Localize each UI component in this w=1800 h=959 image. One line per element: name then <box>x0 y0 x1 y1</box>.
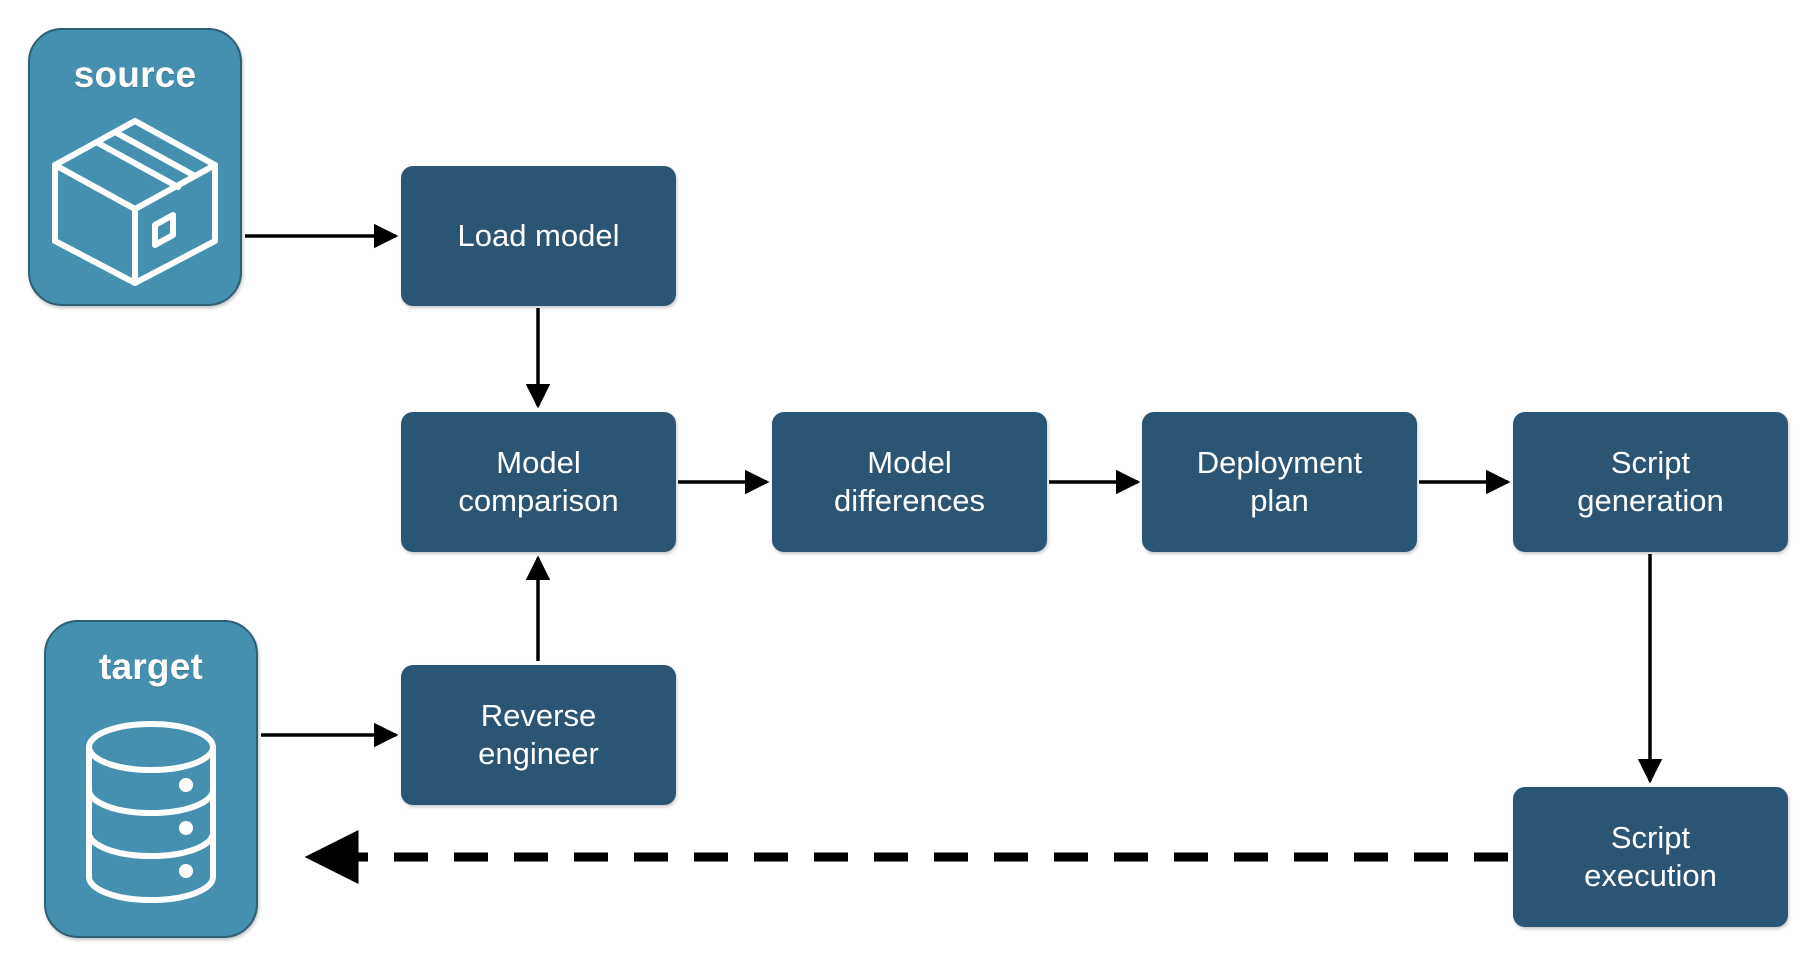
node-source-label: source <box>73 54 197 95</box>
package-box-icon <box>30 96 240 304</box>
node-script-generation-label: Script generation <box>1577 444 1724 518</box>
node-load-model[interactable]: Load model <box>401 166 676 306</box>
node-source[interactable]: source <box>28 28 242 306</box>
node-model-comparison-label: Model comparison <box>458 444 619 518</box>
node-load-model-label: Load model <box>457 217 620 253</box>
node-model-differences[interactable]: Model differences <box>772 412 1047 552</box>
node-script-execution-label: Script execution <box>1584 819 1717 893</box>
node-reverse-engineer-label: Reverse engineer <box>478 697 599 771</box>
node-model-comparison[interactable]: Model comparison <box>401 412 676 552</box>
node-deployment-plan-label: Deployment plan <box>1196 444 1363 518</box>
node-deployment-plan[interactable]: Deployment plan <box>1142 412 1417 552</box>
database-cylinder-icon <box>46 688 256 936</box>
node-target-label: target <box>99 646 203 687</box>
node-reverse-engineer[interactable]: Reverse engineer <box>401 665 676 805</box>
node-target[interactable]: target <box>44 620 258 938</box>
node-script-execution[interactable]: Script execution <box>1513 787 1788 927</box>
node-model-differences-label: Model differences <box>833 444 986 518</box>
node-script-generation[interactable]: Script generation <box>1513 412 1788 552</box>
